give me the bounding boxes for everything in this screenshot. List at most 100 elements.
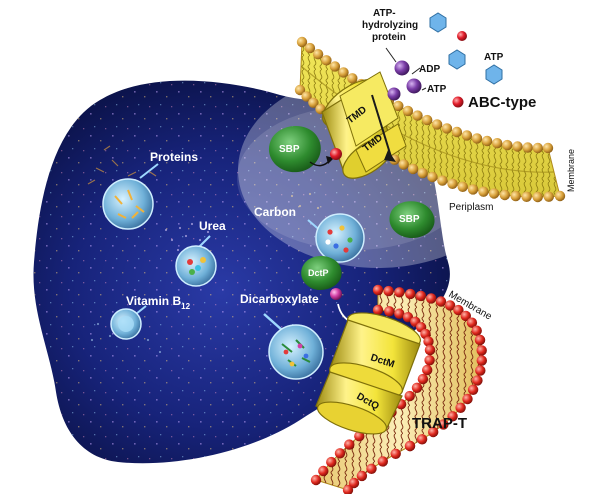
- lipid-head: [342, 484, 354, 494]
- lipid-head: [372, 284, 384, 296]
- lipid-head: [441, 123, 453, 134]
- lipid-head: [422, 114, 433, 126]
- substrate-molecule: [457, 31, 467, 41]
- lipid-head: [424, 344, 436, 356]
- lipid-head: [411, 382, 423, 393]
- atp-small-label: ATP: [427, 84, 447, 95]
- lipid-head: [451, 126, 463, 138]
- lipid-head: [393, 100, 404, 112]
- lipid-head: [453, 304, 464, 316]
- urea-label: Urea: [199, 219, 226, 233]
- lipid-head: [301, 91, 312, 102]
- urea-bubble: [175, 245, 217, 287]
- proteins-bubble: [102, 178, 154, 230]
- membrane-top-label: Membrane: [566, 149, 576, 192]
- lipid-head: [310, 474, 322, 486]
- lipid-head: [492, 138, 503, 149]
- lipid-head: [390, 448, 401, 459]
- lipid-head: [417, 373, 429, 385]
- vitamin-bubble: [110, 308, 142, 340]
- lipid-head: [543, 191, 554, 202]
- dicarboxylate-label: Dicarboxylate: [240, 292, 319, 306]
- lipid-head: [510, 190, 521, 202]
- lipid-head: [455, 402, 466, 413]
- lipid-head: [424, 355, 435, 366]
- carbon-cluster: [284, 192, 320, 212]
- atp-hydrolyzing-label-3: protein: [372, 32, 406, 43]
- lipid-head: [532, 142, 543, 154]
- lipid-head: [457, 181, 468, 192]
- dicarboxylate-pointer: [263, 313, 283, 331]
- lipid-head: [532, 191, 543, 203]
- trap-transporter: [315, 312, 421, 435]
- lipid-head: [407, 163, 419, 175]
- lipid-head: [377, 456, 388, 467]
- lipid-head: [461, 130, 473, 141]
- vitamin-label: Vitamin B12: [126, 294, 191, 311]
- lipid-head: [329, 61, 341, 72]
- vitamin-pointer: [135, 305, 147, 315]
- lipid-head: [512, 141, 523, 152]
- lipid-head: [423, 336, 434, 347]
- vitamin-label-main: Vitamin B: [126, 294, 181, 308]
- lipid-head: [462, 393, 473, 405]
- lipid-head: [304, 42, 316, 54]
- vitamin-label-subscript: 12: [181, 302, 190, 311]
- lipid-head: [402, 105, 414, 117]
- lipid-head: [437, 175, 448, 186]
- lipid-head: [481, 135, 493, 147]
- lipid-head: [427, 171, 438, 183]
- lipid-head: [466, 317, 478, 328]
- lipid-head: [294, 84, 306, 96]
- sbp-left-label: SBP: [279, 144, 300, 155]
- atp-small-molecule: [421, 87, 427, 91]
- lipid-head: [467, 384, 479, 395]
- lipid-head: [344, 439, 355, 450]
- lipid-head: [554, 190, 566, 202]
- lipid-head: [522, 142, 533, 153]
- lipid-head: [435, 296, 447, 307]
- lipid-head: [474, 334, 486, 346]
- atp-top-label: ATP: [484, 52, 504, 63]
- lipid-head: [347, 73, 358, 84]
- lipid-head: [476, 345, 487, 356]
- lipid-head: [318, 465, 329, 477]
- lipid-head: [326, 456, 337, 468]
- lipid-head: [478, 186, 489, 197]
- lipid-head: [417, 167, 428, 179]
- lipid-head: [394, 308, 405, 319]
- lipid-head: [348, 477, 360, 489]
- lipid-head: [404, 440, 416, 452]
- lipid-head: [416, 434, 428, 445]
- lipid-head: [467, 184, 479, 195]
- lipid-head: [471, 325, 482, 336]
- lipid-head: [366, 463, 377, 474]
- dctp-label: DctP: [308, 268, 329, 278]
- lipid-head: [426, 293, 437, 304]
- lipid-head: [372, 304, 384, 316]
- lipid-head: [521, 191, 532, 202]
- lipid-head: [338, 67, 349, 78]
- lipid-head: [312, 49, 324, 60]
- lipid-head: [356, 470, 368, 482]
- dctp-protein: [301, 255, 342, 290]
- lipid-head: [502, 139, 513, 151]
- dicarboxylate-substrate: [330, 288, 342, 300]
- lipid-head: [444, 300, 456, 311]
- lipid-head: [308, 97, 319, 109]
- proteins-pointer: [139, 163, 159, 179]
- lipid-head: [321, 55, 332, 66]
- proteins-label: Proteins: [150, 150, 198, 164]
- dicarboxylate-bubble: [268, 324, 324, 380]
- atp-pointer: [385, 47, 397, 63]
- lipid-head: [404, 390, 415, 402]
- vitamin-cluster: [90, 322, 162, 354]
- lipid-head: [471, 133, 483, 144]
- lipid-head: [405, 288, 416, 300]
- sbp-right-label: SBP: [399, 214, 420, 225]
- atp-hydrolyzing-label-2: hydrolyzing: [362, 20, 418, 31]
- carbon-label: Carbon: [254, 205, 296, 219]
- periplasm-label: Periplasm: [449, 202, 493, 213]
- lipid-head: [384, 306, 395, 317]
